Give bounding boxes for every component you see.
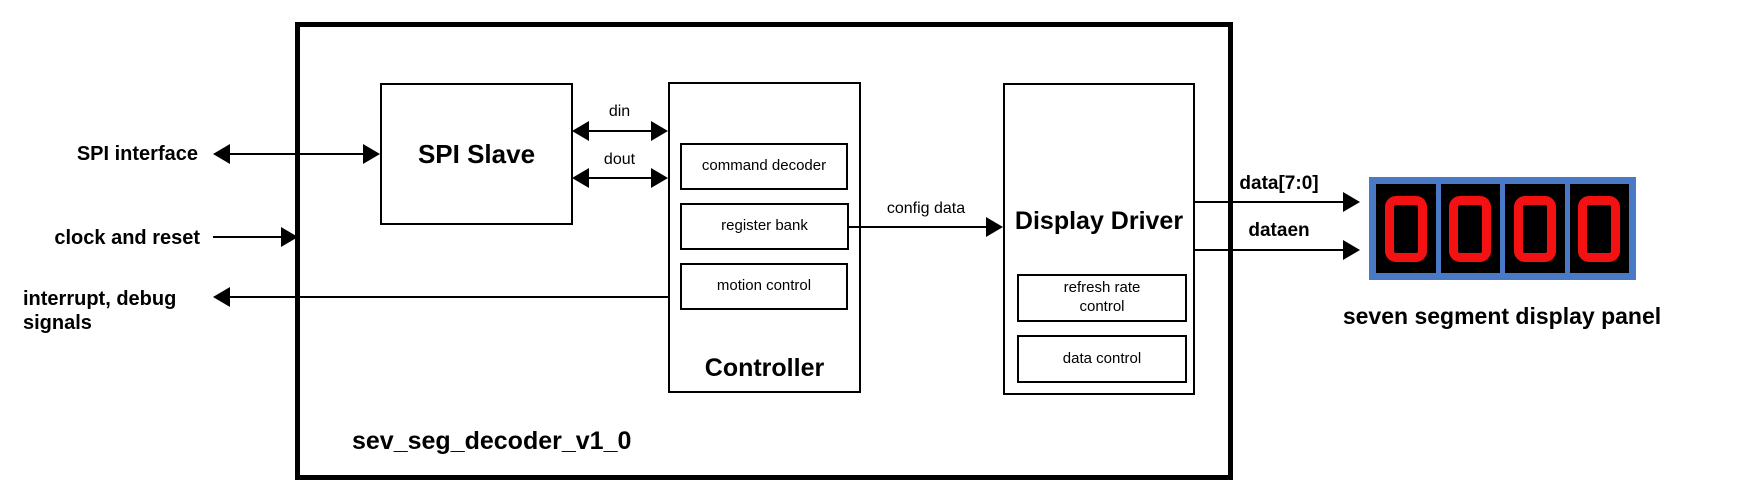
register-bank-box: register bank bbox=[680, 203, 849, 250]
panel-caption: seven segment display panel bbox=[1342, 303, 1662, 329]
refresh-rate-control-box: refresh rate control bbox=[1017, 274, 1187, 322]
seven-seg-digit-zero bbox=[1513, 195, 1556, 262]
motion-control-label: motion control bbox=[716, 277, 812, 295]
data-control-box: data control bbox=[1017, 335, 1187, 383]
digit-cell bbox=[1569, 184, 1629, 273]
data-control-label: data control bbox=[1062, 349, 1142, 367]
controller-label: Controller bbox=[704, 354, 825, 382]
seven-seg-digit-zero bbox=[1449, 195, 1492, 262]
data-enable-label: dataen bbox=[1248, 220, 1310, 241]
spi-slave-label: SPI Slave bbox=[417, 138, 536, 169]
display-driver-label: Display Driver bbox=[1014, 207, 1184, 235]
spi-interface-label: SPI interface bbox=[76, 143, 198, 165]
data-bus-label: data[7:0] bbox=[1239, 173, 1319, 194]
spi-slave-block: SPI Slave bbox=[380, 83, 573, 225]
motion-control-box: motion control bbox=[680, 263, 848, 310]
interrupt-debug-label: interrupt, debug signals bbox=[23, 288, 177, 334]
dout-signal-label: dout bbox=[603, 151, 636, 168]
din-signal-label: din bbox=[608, 103, 631, 120]
refresh-rate-control-label: refresh rate control bbox=[1063, 279, 1141, 315]
config-data-label: config data bbox=[886, 200, 966, 217]
digit-cell bbox=[1505, 184, 1565, 273]
digit-cell bbox=[1440, 184, 1500, 273]
digit-cell bbox=[1376, 184, 1436, 273]
seven-seg-digit-zero bbox=[1384, 195, 1427, 262]
command-decoder-label: command decoder bbox=[701, 157, 827, 175]
command-decoder-box: command decoder bbox=[680, 143, 848, 190]
ip-core-boundary-box bbox=[295, 22, 1233, 480]
register-bank-label: register bank bbox=[721, 217, 808, 235]
clock-reset-label: clock and reset bbox=[54, 227, 200, 249]
seven-segment-display-panel bbox=[1369, 177, 1636, 280]
seven-seg-digit-zero bbox=[1578, 195, 1621, 262]
display-driver-block: Display Driver refresh rate control data… bbox=[1003, 83, 1195, 395]
ip-core-title: sev_seg_decoder_v1_0 bbox=[352, 427, 632, 455]
